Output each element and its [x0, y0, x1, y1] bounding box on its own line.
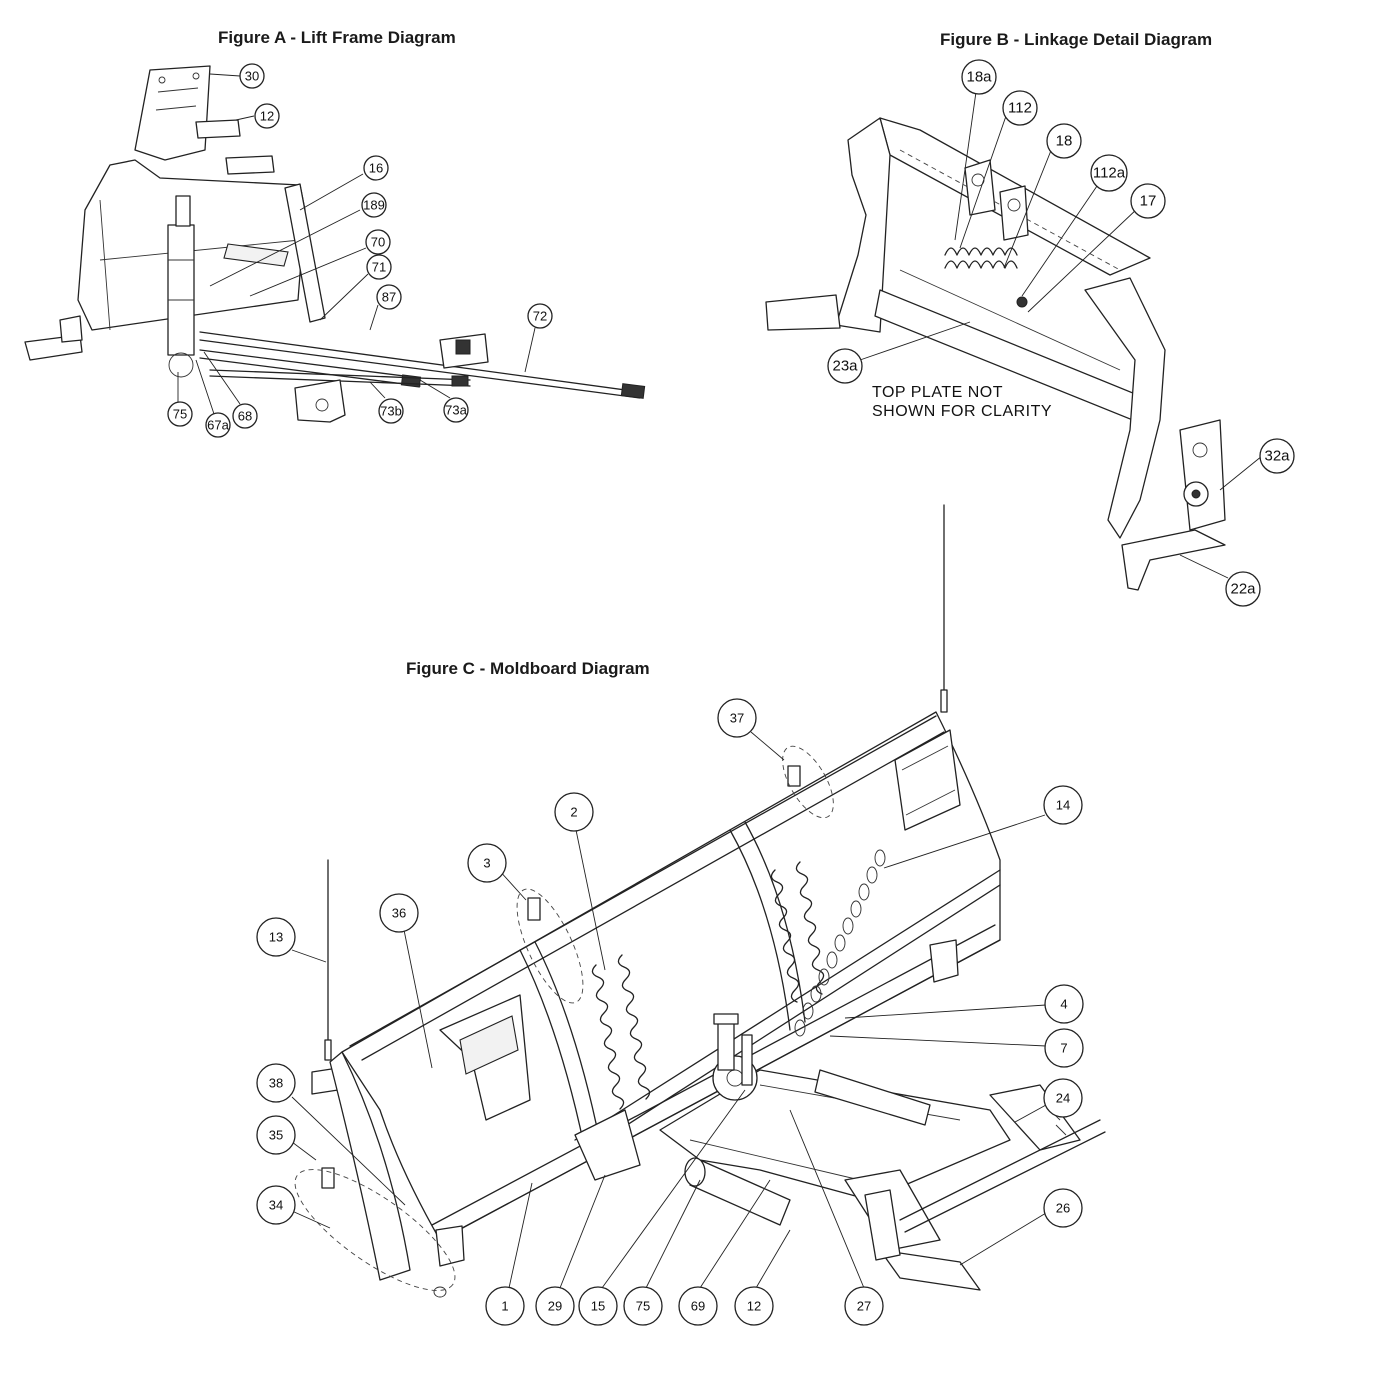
svg-text:35: 35 — [269, 1128, 283, 1143]
callout-a-73b: 73b — [378, 398, 404, 424]
svg-text:72: 72 — [533, 309, 547, 324]
figure-a-drawing — [24, 65, 646, 423]
svg-text:26: 26 — [1056, 1201, 1070, 1216]
svg-text:7: 7 — [1060, 1041, 1067, 1056]
figure-b-note: TOP PLATE NOT SHOWN FOR CLARITY — [872, 383, 1052, 421]
callout-a-68: 68 — [232, 403, 258, 429]
svg-text:112: 112 — [1008, 100, 1032, 117]
svg-text:70: 70 — [371, 235, 385, 250]
svg-text:75: 75 — [173, 407, 187, 422]
svg-text:13: 13 — [269, 930, 283, 945]
callout-c-3: 3 — [467, 843, 507, 883]
svg-text:36: 36 — [392, 906, 406, 921]
svg-text:29: 29 — [548, 1299, 562, 1314]
svg-text:3: 3 — [483, 856, 490, 871]
callout-a-71: 71 — [366, 254, 392, 280]
svg-text:68: 68 — [238, 409, 252, 424]
svg-text:112a: 112a — [1093, 165, 1126, 182]
callout-c-35: 35 — [256, 1115, 296, 1155]
figure-a-title: Figure A - Lift Frame Diagram — [218, 28, 456, 47]
callout-a-189: 189 — [361, 192, 387, 218]
svg-text:32a: 32a — [1264, 448, 1290, 465]
figure-c-drawing — [291, 504, 1106, 1298]
svg-text:73a: 73a — [445, 403, 467, 418]
callout-b-23a: 23a — [827, 348, 863, 384]
svg-text:22a: 22a — [1230, 581, 1256, 598]
callout-c-34: 34 — [256, 1185, 296, 1225]
svg-text:71: 71 — [372, 260, 386, 275]
callout-c-14: 14 — [1043, 785, 1083, 825]
callout-c-24: 24 — [1043, 1078, 1083, 1118]
svg-text:30: 30 — [245, 69, 259, 84]
callout-a-73a: 73a — [443, 397, 469, 423]
svg-text:189: 189 — [363, 198, 385, 213]
figure-b-drawing — [765, 91, 1263, 591]
callout-b-112a: 112a — [1090, 154, 1128, 192]
figure-b-title: Figure B - Linkage Detail Diagram — [940, 30, 1213, 49]
figure-b-note-line1: TOP PLATE NOT — [872, 384, 1003, 401]
svg-text:1: 1 — [501, 1299, 508, 1314]
callout-c-2: 2 — [554, 792, 594, 832]
svg-text:87: 87 — [382, 290, 396, 305]
callout-b-18: 18 — [1046, 123, 1082, 159]
callout-c-26: 26 — [1043, 1188, 1083, 1228]
callout-a-75: 75 — [167, 401, 193, 427]
figure-b-note-line2: SHOWN FOR CLARITY — [872, 403, 1053, 420]
callout-c-1: 1 — [485, 1286, 525, 1326]
figure-a-callouts: 30 12 16 189 70 71 87 72 75 67a 68 73b 7… — [167, 63, 553, 438]
svg-text:34: 34 — [269, 1198, 283, 1213]
chain-drawing — [794, 849, 886, 1037]
callout-c-37: 37 — [717, 698, 757, 738]
svg-text:17: 17 — [1140, 193, 1157, 210]
callout-c-27: 27 — [844, 1286, 884, 1326]
callout-c-13: 13 — [256, 917, 296, 957]
svg-text:73b: 73b — [380, 404, 402, 419]
svg-text:38: 38 — [269, 1076, 283, 1091]
callout-b-17: 17 — [1130, 183, 1166, 219]
callout-c-75: 75 — [623, 1286, 663, 1326]
svg-text:18a: 18a — [966, 69, 992, 86]
callout-a-67a: 67a — [205, 412, 231, 438]
svg-text:14: 14 — [1056, 798, 1070, 813]
callout-c-69: 69 — [678, 1286, 718, 1326]
svg-text:24: 24 — [1056, 1091, 1070, 1106]
svg-text:75: 75 — [636, 1299, 650, 1314]
callout-a-30: 30 — [239, 63, 265, 89]
callout-c-38: 38 — [256, 1063, 296, 1103]
svg-text:12: 12 — [260, 109, 274, 124]
svg-text:23a: 23a — [832, 358, 858, 375]
callout-c-12: 12 — [734, 1286, 774, 1326]
callout-b-112: 112 — [1002, 90, 1038, 126]
callout-c-36: 36 — [379, 893, 419, 933]
callout-a-16: 16 — [363, 155, 389, 181]
callout-c-7: 7 — [1044, 1028, 1084, 1068]
callout-c-4: 4 — [1044, 984, 1084, 1024]
callout-a-72: 72 — [527, 303, 553, 329]
callout-c-15: 15 — [578, 1286, 618, 1326]
figure-c-callouts: 37 14 2 3 36 13 4 7 38 24 35 34 26 1 29 … — [256, 698, 1084, 1326]
callout-c-29: 29 — [535, 1286, 575, 1326]
svg-text:69: 69 — [691, 1299, 705, 1314]
figure-b-callouts: 18a 112 18 112a 17 23a 32a 22a — [827, 59, 1295, 607]
svg-text:37: 37 — [730, 711, 744, 726]
svg-text:67a: 67a — [207, 418, 229, 433]
svg-text:15: 15 — [591, 1299, 605, 1314]
svg-text:27: 27 — [857, 1299, 871, 1314]
callout-a-12: 12 — [254, 103, 280, 129]
callout-b-18a: 18a — [961, 59, 997, 95]
callout-a-87: 87 — [376, 284, 402, 310]
callout-b-22a: 22a — [1225, 571, 1261, 607]
svg-text:12: 12 — [747, 1299, 761, 1314]
svg-text:18: 18 — [1056, 133, 1073, 150]
callout-b-32a: 32a — [1259, 438, 1295, 474]
figure-c-title: Figure C - Moldboard Diagram — [406, 659, 650, 678]
svg-text:4: 4 — [1060, 997, 1067, 1012]
svg-text:2: 2 — [570, 805, 577, 820]
svg-text:16: 16 — [369, 161, 383, 176]
callout-a-70: 70 — [365, 229, 391, 255]
